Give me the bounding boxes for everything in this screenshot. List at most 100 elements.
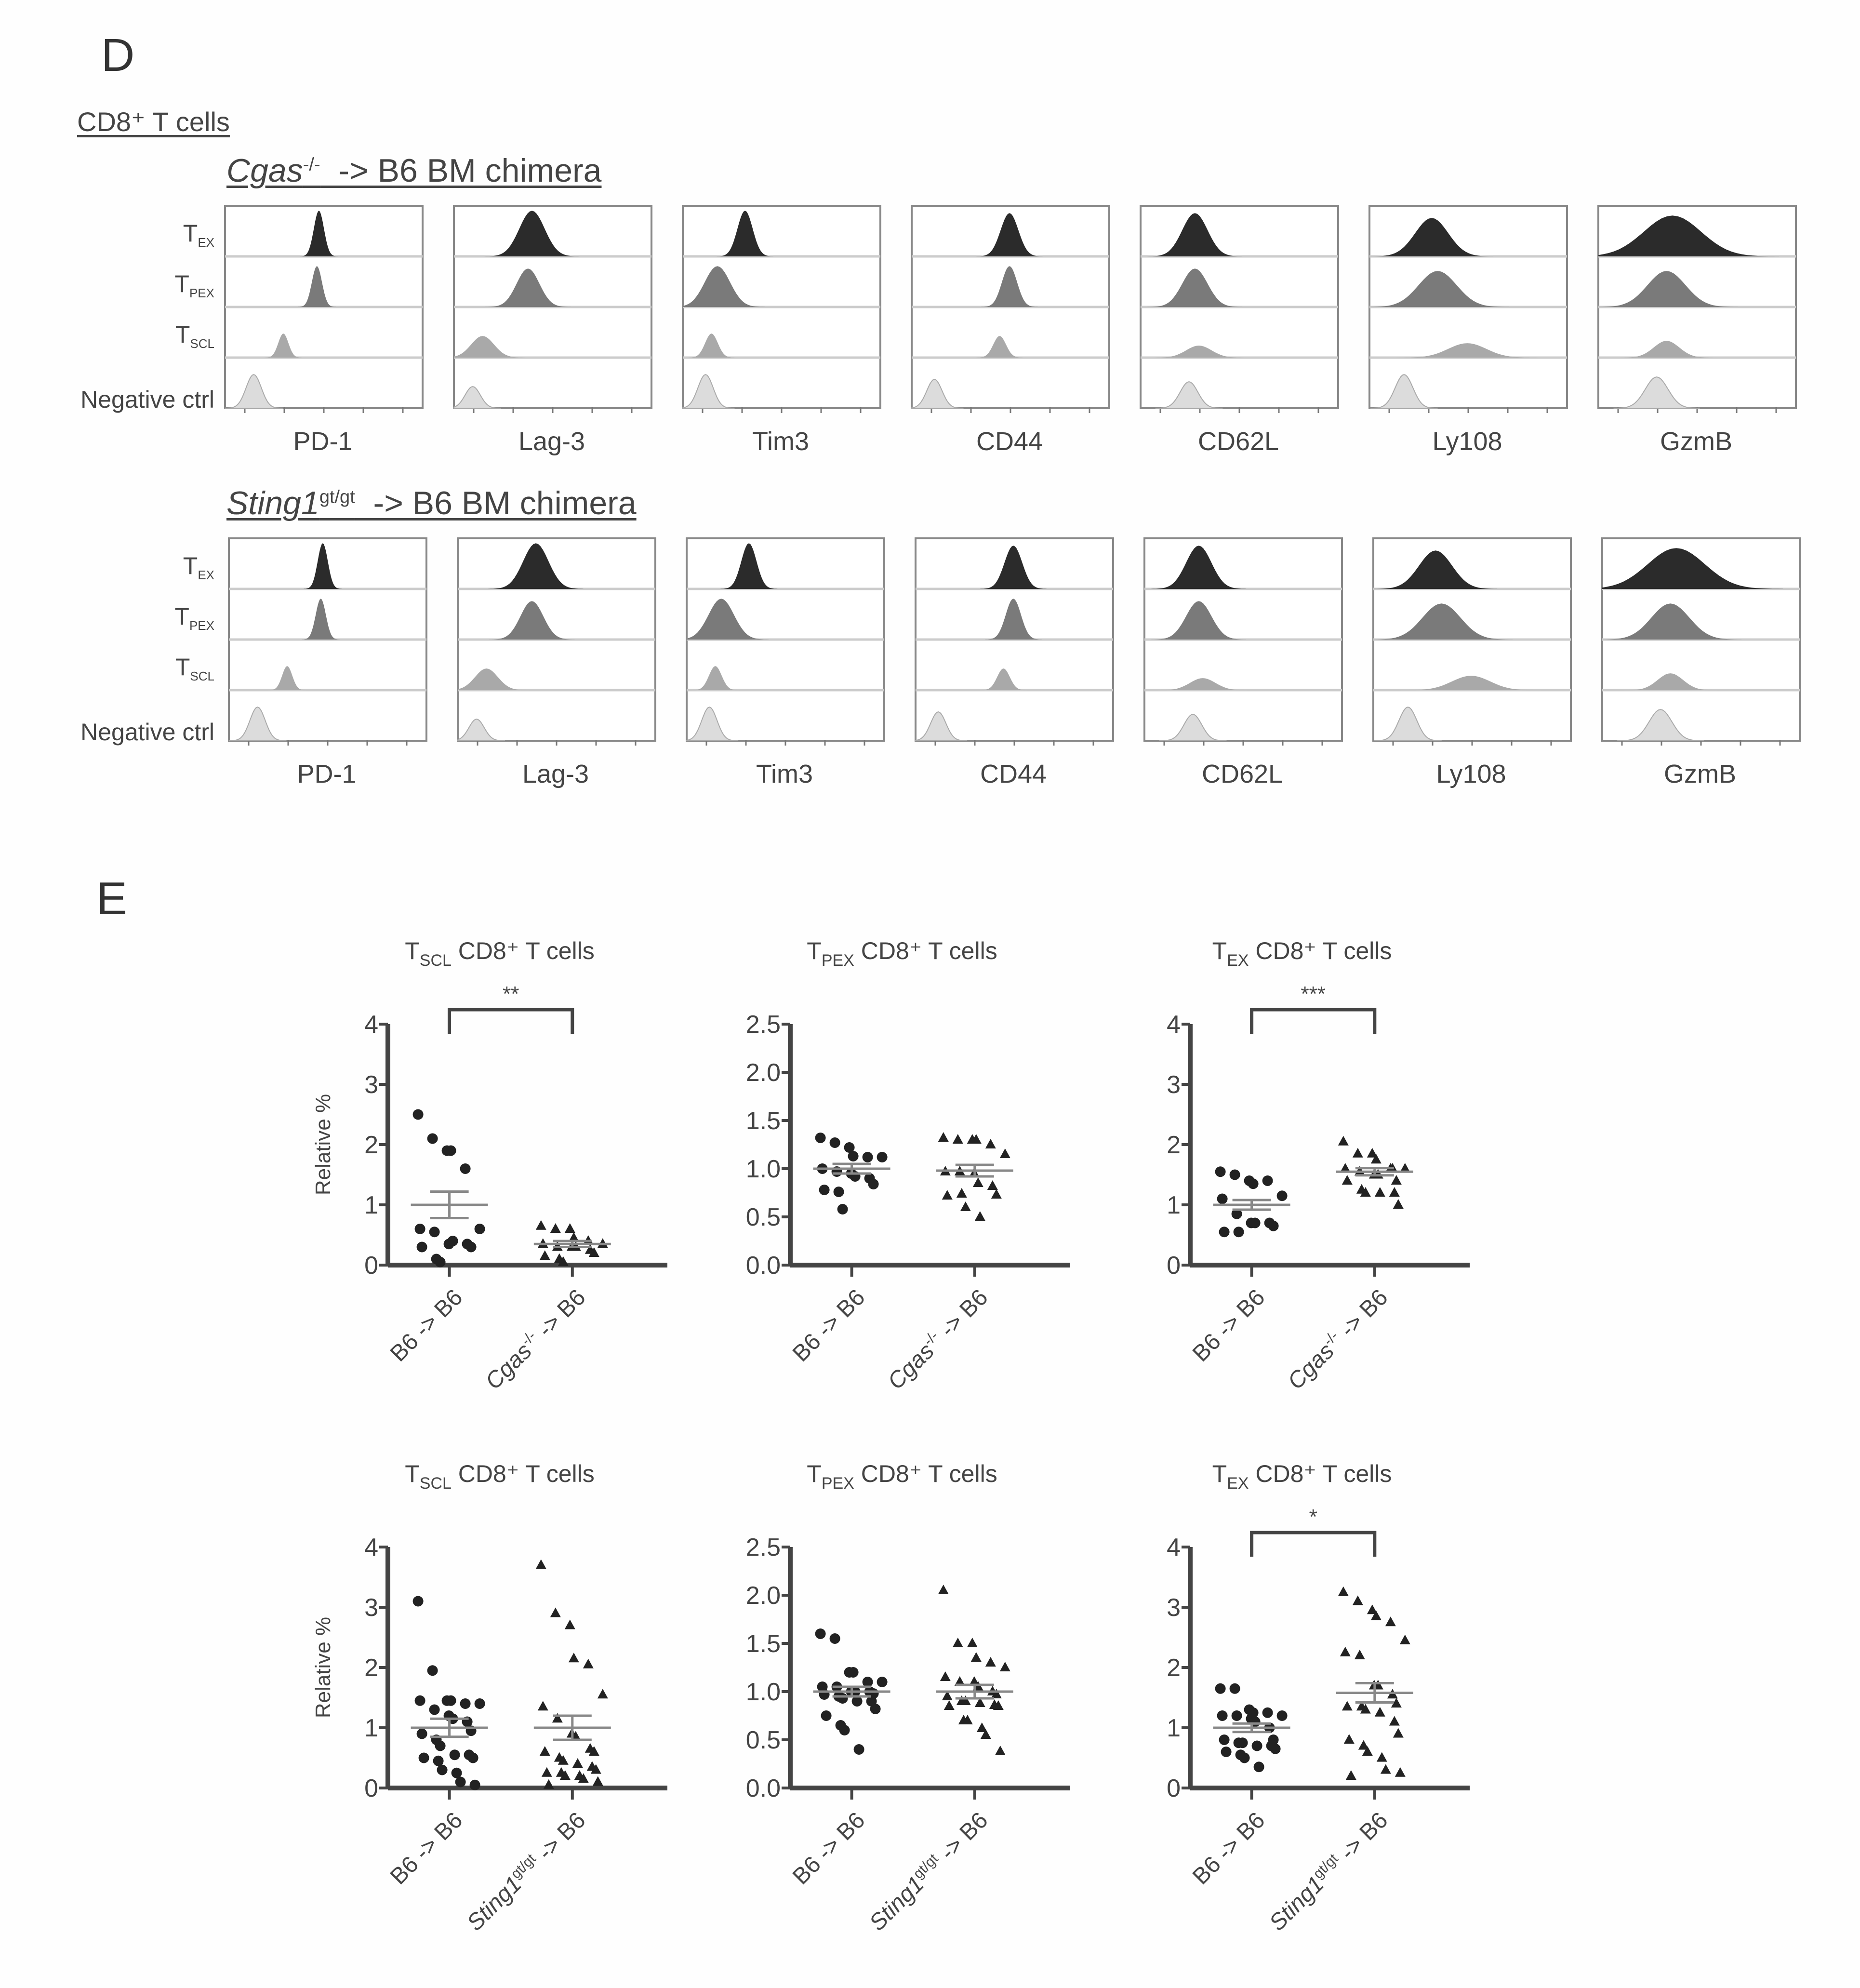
data-point-triangle: [976, 1722, 987, 1732]
data-point-triangle: [535, 1220, 546, 1230]
data-point-circle: [469, 1779, 480, 1790]
data-point-circle: [435, 1740, 446, 1751]
histogram-panel: [1597, 205, 1797, 413]
histogram-tpex: [683, 266, 765, 307]
data-point-triangle: [1380, 1764, 1391, 1774]
row-label-sub: SCL: [190, 669, 214, 683]
data-point-triangle: [541, 1767, 552, 1777]
histogram-tpex: [984, 599, 1042, 640]
data-point-triangle: [590, 1764, 601, 1774]
data-point-triangle: [960, 1695, 971, 1705]
data-point-circle: [1229, 1683, 1240, 1694]
histogram-tpex: [1373, 603, 1513, 640]
data-point-triangle: [537, 1701, 548, 1711]
row-label-main: T: [174, 270, 189, 297]
histogram-tscl: [268, 666, 306, 690]
histogram-tpex: [1602, 603, 1742, 640]
y-tick-label: 0: [364, 1775, 378, 1802]
histogram-tscl: [458, 668, 530, 690]
data-point-triangle: [940, 1671, 951, 1681]
data-point-triangle: [962, 1715, 973, 1724]
y-tick-label: 2.0: [746, 1059, 781, 1087]
y-tick-label: 2.5: [746, 1011, 781, 1039]
data-point-triangle: [974, 1697, 985, 1707]
data-point-triangle: [588, 1247, 599, 1257]
chart-title: TEX CD8⁺ T cells: [1212, 1460, 1392, 1493]
chart-title: TEX CD8⁺ T cells: [1212, 937, 1392, 970]
data-point-triangle: [535, 1559, 546, 1569]
data-point-triangle: [1342, 1701, 1353, 1711]
data-point-triangle: [985, 1139, 996, 1148]
histogram-tpex: [485, 268, 571, 307]
histogram-tpex: [1369, 271, 1509, 307]
data-point-triangle: [1338, 1135, 1349, 1146]
data-point-triangle: [1367, 1147, 1378, 1158]
y-tick-label: 3: [1167, 1071, 1181, 1099]
chart-title: TSCL CD8⁺ T cells: [405, 1460, 595, 1493]
significance-stars: ***: [1301, 982, 1326, 1006]
data-point-circle: [427, 1133, 438, 1144]
histogram-panel: [686, 537, 885, 746]
data-point-circle: [445, 1695, 456, 1706]
data-point-triangle: [592, 1776, 603, 1786]
data-point-triangle: [568, 1232, 579, 1242]
histogram-panel: [1140, 205, 1339, 413]
row-label: Negative ctrl: [22, 386, 214, 414]
data-point-circle: [460, 1163, 471, 1174]
data-point-circle: [1215, 1683, 1226, 1694]
data-point-triangle: [578, 1773, 589, 1783]
data-point-circle: [465, 1241, 477, 1253]
data-point-circle: [815, 1133, 826, 1143]
data-point-triangle: [1338, 1586, 1349, 1596]
data-point-triangle: [1345, 1770, 1356, 1780]
histogram-tex: [488, 543, 584, 589]
data-point-circle: [1231, 1710, 1242, 1721]
data-point-circle: [815, 1628, 826, 1639]
y-tick-label: 2.5: [746, 1534, 781, 1561]
data-point-circle: [837, 1204, 848, 1214]
marker-axis-label: Ly108: [1436, 760, 1506, 788]
row-label-main: T: [174, 603, 189, 630]
data-point-circle: [829, 1137, 840, 1148]
data-point-circle: [435, 1256, 446, 1268]
data-point-circle: [862, 1677, 873, 1687]
x-category-label: Sting1gt/gt -> B6: [1264, 1807, 1393, 1936]
marker-axis-label: PD-1: [293, 427, 353, 456]
marker-axis-label: Tim3: [756, 760, 813, 788]
data-point-triangle: [597, 1689, 608, 1699]
x-category-label: B6 -> B6: [788, 1807, 870, 1889]
row-label-main: T: [183, 220, 198, 247]
marker-axis-label: CD44: [976, 427, 1043, 456]
histogram-tpex: [302, 599, 340, 640]
data-point-triangle: [564, 1619, 575, 1629]
data-point-circle: [412, 1596, 424, 1607]
x-category-label: Cgas-/- -> B6: [1282, 1284, 1393, 1395]
data-point-circle: [1237, 1737, 1248, 1748]
data-point-circle: [1229, 1169, 1240, 1180]
histogram-neg: [911, 379, 964, 409]
data-point-triangle: [999, 1662, 1010, 1671]
data-point-circle: [1268, 1220, 1279, 1231]
data-point-circle: [844, 1142, 855, 1153]
data-point-circle: [848, 1151, 859, 1161]
histogram-tscl: [454, 336, 526, 358]
y-tick-label: 2.0: [746, 1582, 781, 1610]
histogram-neg: [1155, 381, 1223, 409]
data-point-triangle: [993, 1700, 1004, 1710]
data-point-triangle: [539, 1746, 550, 1756]
cd8-section-title: CD8⁺ T cells: [77, 107, 230, 137]
data-point-circle: [474, 1224, 485, 1234]
data-point-circle: [451, 1767, 462, 1778]
histogram-tscl: [688, 334, 735, 358]
data-point-triangle: [970, 1134, 982, 1144]
data-point-triangle: [1352, 1595, 1363, 1605]
data-point-triangle: [1391, 1175, 1402, 1185]
y-tick-label: 4: [364, 1534, 378, 1561]
histogram-tscl: [980, 668, 1027, 690]
histogram-neg: [915, 711, 968, 741]
histogram-panel: [1372, 537, 1572, 746]
histogram-panel: [1601, 537, 1801, 746]
histogram-tpex: [1598, 271, 1738, 307]
data-point-triangle: [543, 1779, 554, 1789]
